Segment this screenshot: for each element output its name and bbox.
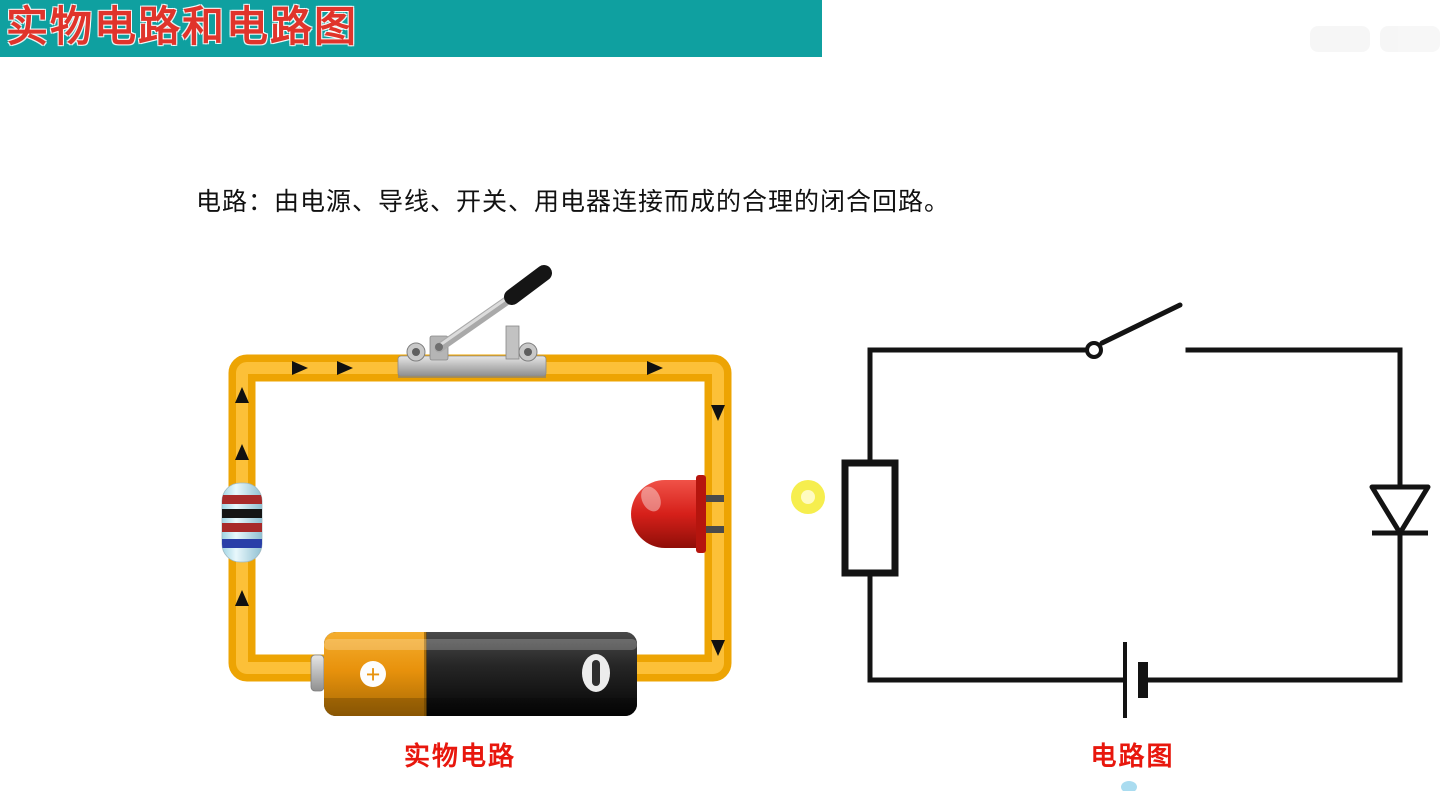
battery-plus-label: +	[366, 660, 381, 689]
knife-switch	[397, 265, 552, 378]
resistor	[221, 482, 263, 563]
physical-circuit-caption: 实物电路	[403, 742, 516, 771]
led	[631, 475, 724, 553]
glow-dot	[791, 480, 825, 514]
blue-dot	[1121, 781, 1137, 791]
diode-symbol	[1369, 484, 1431, 536]
battery: +	[310, 632, 637, 716]
resistor-symbol	[841, 459, 899, 577]
physical-circuit-figure: +	[221, 265, 732, 716]
battery-symbol	[1123, 642, 1148, 718]
battery-positive-mark	[360, 661, 386, 687]
intro-text: 电路：由电源、导线、开关、用电器连接而成的合理的闭合回路。	[196, 189, 951, 216]
header-bar: 实物电路和电路图	[0, 0, 822, 57]
current-arrows	[235, 361, 725, 656]
page-title: 实物电路和电路图	[6, 5, 359, 51]
schematic-caption: 电路图	[1090, 742, 1175, 771]
schematic-figure	[791, 302, 1431, 718]
switch-symbol	[1085, 302, 1183, 359]
circuit-outline	[867, 347, 1403, 683]
watermark	[1310, 26, 1440, 52]
